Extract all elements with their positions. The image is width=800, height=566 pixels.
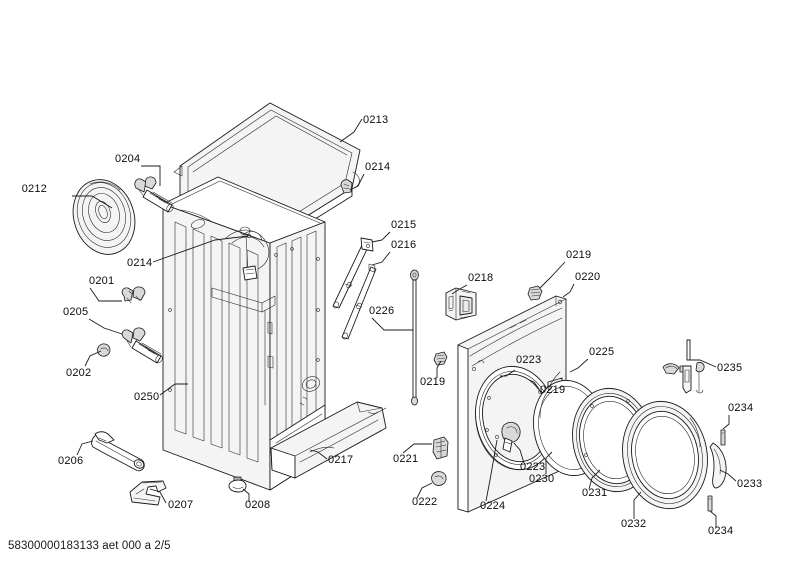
leader-line-0204 (141, 165, 161, 186)
part-cable-clip-right (527, 285, 543, 301)
part-hinge-bush (432, 436, 449, 460)
part-transit-rod-lower (341, 263, 377, 340)
leader-line-0215 (371, 231, 391, 243)
part-transit-bolt-lower (121, 327, 163, 364)
callout-label-c0231: 0231 (582, 487, 607, 499)
callout-label-c0235: 0235 (717, 362, 742, 374)
callout-label-c0223b: 0223 (520, 461, 545, 473)
part-cable-grommet-top (340, 179, 353, 194)
callout-label-c0205: 0205 (63, 306, 88, 318)
callout-label-c0221: 0221 (393, 453, 418, 465)
callout-label-c0217: 0217 (328, 454, 353, 466)
leader-line-0217 (309, 449, 328, 460)
leader-line-0218 (451, 284, 468, 295)
leader-line-0226 (371, 317, 413, 331)
leader-line-0206 (76, 440, 94, 456)
leader-line-0250 (159, 383, 188, 396)
leader-line-0220 (562, 283, 575, 298)
leader-line-0233 (719, 469, 737, 482)
leader-line-0219 (528, 379, 540, 390)
callout-label-c0234a: 0234 (728, 402, 753, 414)
leader-line-0216 (371, 251, 391, 266)
leader-line-0205 (88, 318, 123, 335)
part-mounting-bracket (129, 480, 167, 506)
callout-label-c0250: 0250 (134, 391, 159, 403)
part-screw-cap (431, 471, 447, 486)
callout-label-c0226: 0226 (369, 305, 394, 317)
callout-label-c0208: 0208 (245, 499, 270, 511)
part-transit-rod-upper (332, 237, 374, 309)
part-transit-bolt-upper (134, 176, 174, 213)
part-door-handle-latch (709, 442, 727, 489)
part-cabinet-housing (162, 176, 326, 491)
callout-label-c0214a: 0214 (127, 257, 152, 269)
leader-lines (72, 118, 737, 527)
leader-line-0208 (242, 488, 250, 502)
part-levelling-foot (228, 476, 247, 493)
leader-line-0234 (722, 415, 730, 430)
part-cable-clip-left (433, 351, 448, 366)
part-retaining-clip (121, 286, 146, 304)
callout-label-c0232: 0232 (621, 518, 646, 530)
callout-label-c0202: 0202 (66, 367, 91, 379)
callout-label-c0220: 0220 (575, 271, 600, 283)
part-plastic-cap (97, 343, 111, 357)
part-oval-gasket (72, 179, 136, 255)
callout-label-c0213: 0213 (363, 114, 388, 126)
part-hinge-pin-upper (720, 429, 726, 446)
leader-line-0212 (72, 195, 113, 209)
callout-label-c0214b: 0214 (365, 161, 390, 173)
leader-line-0201 (89, 287, 122, 302)
callout-labels: 0212 0204 0214 0201 0205 0202 0250 0206 0207 0208… (22, 114, 762, 537)
leader-line-0221 (402, 443, 432, 454)
part-spanner-wrench (91, 431, 145, 472)
leader-line-0223 (500, 369, 516, 377)
leader-line-0219 (539, 261, 566, 289)
leader-line-0223 (513, 442, 525, 464)
callout-label-c0212: 0212 (22, 183, 47, 195)
part-panel-fixing (495, 435, 499, 439)
callout-label-c0204: 0204 (115, 153, 140, 165)
leader-line-0230 (545, 451, 553, 474)
callout-label-c0224: 0224 (480, 500, 505, 512)
callout-label-c0233: 0233 (737, 478, 762, 490)
callout-label-c0222: 0222 (412, 496, 437, 508)
leader-line-0214 (349, 173, 365, 191)
footer-document-code: 58300000183133 aet 000 a 2/5 (8, 540, 171, 552)
leader-line-0207 (149, 488, 167, 504)
callout-label-c0201: 0201 (89, 275, 114, 287)
callout-label-c0219b: 0219 (566, 249, 591, 261)
callout-label-c0230: 0230 (529, 473, 554, 485)
callout-label-c0219c: 0219 (540, 384, 565, 396)
leader-line-0222 (416, 482, 433, 499)
callout-label-c0207: 0207 (168, 499, 193, 511)
part-hinge-pin-lower (707, 495, 713, 512)
callout-label-c0215: 0215 (391, 219, 416, 231)
leader-line-0225 (569, 358, 589, 373)
leader-line-0214 (152, 235, 249, 263)
leader-line-0234 (709, 510, 717, 527)
part-door-lock-assembly (662, 339, 705, 394)
leader-line-0232 (633, 491, 642, 519)
callout-label-c0234b: 0234 (708, 525, 733, 537)
leader-line-0235 (690, 359, 717, 368)
callout-label-c0225: 0225 (589, 346, 614, 358)
callout-label-c0223a: 0223 (516, 354, 541, 366)
leader-line-0231 (588, 469, 601, 490)
callout-label-c0206: 0206 (58, 455, 83, 467)
callout-label-c0218: 0218 (468, 272, 493, 284)
part-plinth-kick-panel (270, 401, 387, 479)
part-control-module (445, 287, 477, 321)
callout-label-c0219a: 0219 (420, 376, 445, 388)
leader-line-0219 (436, 360, 442, 378)
part-long-tie-rod (410, 269, 419, 406)
leader-line-0202 (84, 350, 102, 367)
leader-line-0213 (339, 118, 363, 143)
callout-label-c0216: 0216 (391, 239, 416, 251)
part-door-trim-ring (622, 400, 708, 510)
leader-line-0224 (485, 439, 498, 502)
